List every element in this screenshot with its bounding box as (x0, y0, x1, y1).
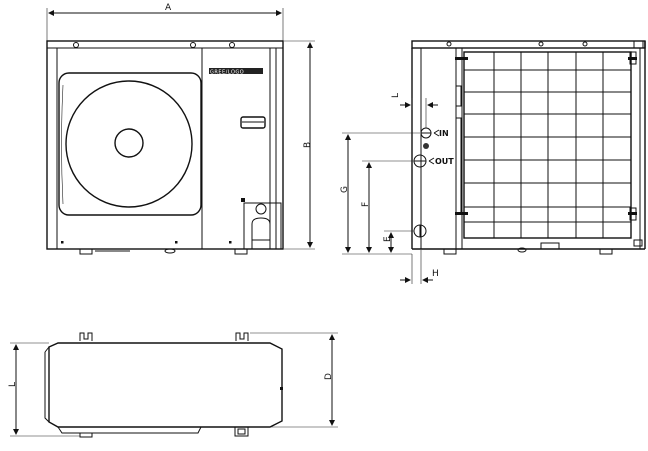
dimension-c: L (8, 342, 80, 437)
drain-port (413, 224, 427, 238)
front-view: A GREE/LOGO (46, 3, 315, 255)
top-view: L D (8, 332, 338, 438)
port-label-out: OUT (435, 157, 454, 166)
dimension-l-side: L (391, 93, 438, 128)
dimension-d: D (250, 332, 338, 428)
fan-grille (58, 72, 202, 216)
brand-logo-text: GREE/LOGO (210, 70, 244, 76)
dimension-label-g: G (340, 186, 350, 193)
brand-logo: GREE/LOGO (209, 68, 263, 76)
port-label-in: IN (439, 129, 449, 138)
dimension-label-h: H (432, 269, 439, 279)
dimension-label-b: B (303, 142, 313, 148)
dimension-h: H (400, 250, 439, 284)
pipe-in: IN (420, 127, 449, 139)
dimension-a: A (46, 3, 284, 42)
fan-hub (114, 128, 144, 158)
dimension-label-e: E (383, 236, 393, 242)
dimension-e: E (383, 230, 414, 253)
dimension-f: F (361, 160, 414, 253)
dimension-label-d: D (324, 373, 334, 380)
condenser-grid (463, 51, 632, 239)
side-handle (240, 116, 266, 129)
dimension-b: B (284, 40, 315, 250)
valve-cover (241, 198, 282, 250)
dimension-label-f: F (361, 202, 371, 207)
fan-circle (65, 80, 193, 208)
dimension-label-a: A (165, 3, 172, 13)
dimension-label-c: L (8, 382, 18, 387)
side-view: IN OUT L G (340, 40, 646, 284)
dimension-label-l-side: L (391, 93, 401, 98)
dimension-g: G (340, 132, 420, 255)
pipe-out: OUT (413, 154, 454, 168)
